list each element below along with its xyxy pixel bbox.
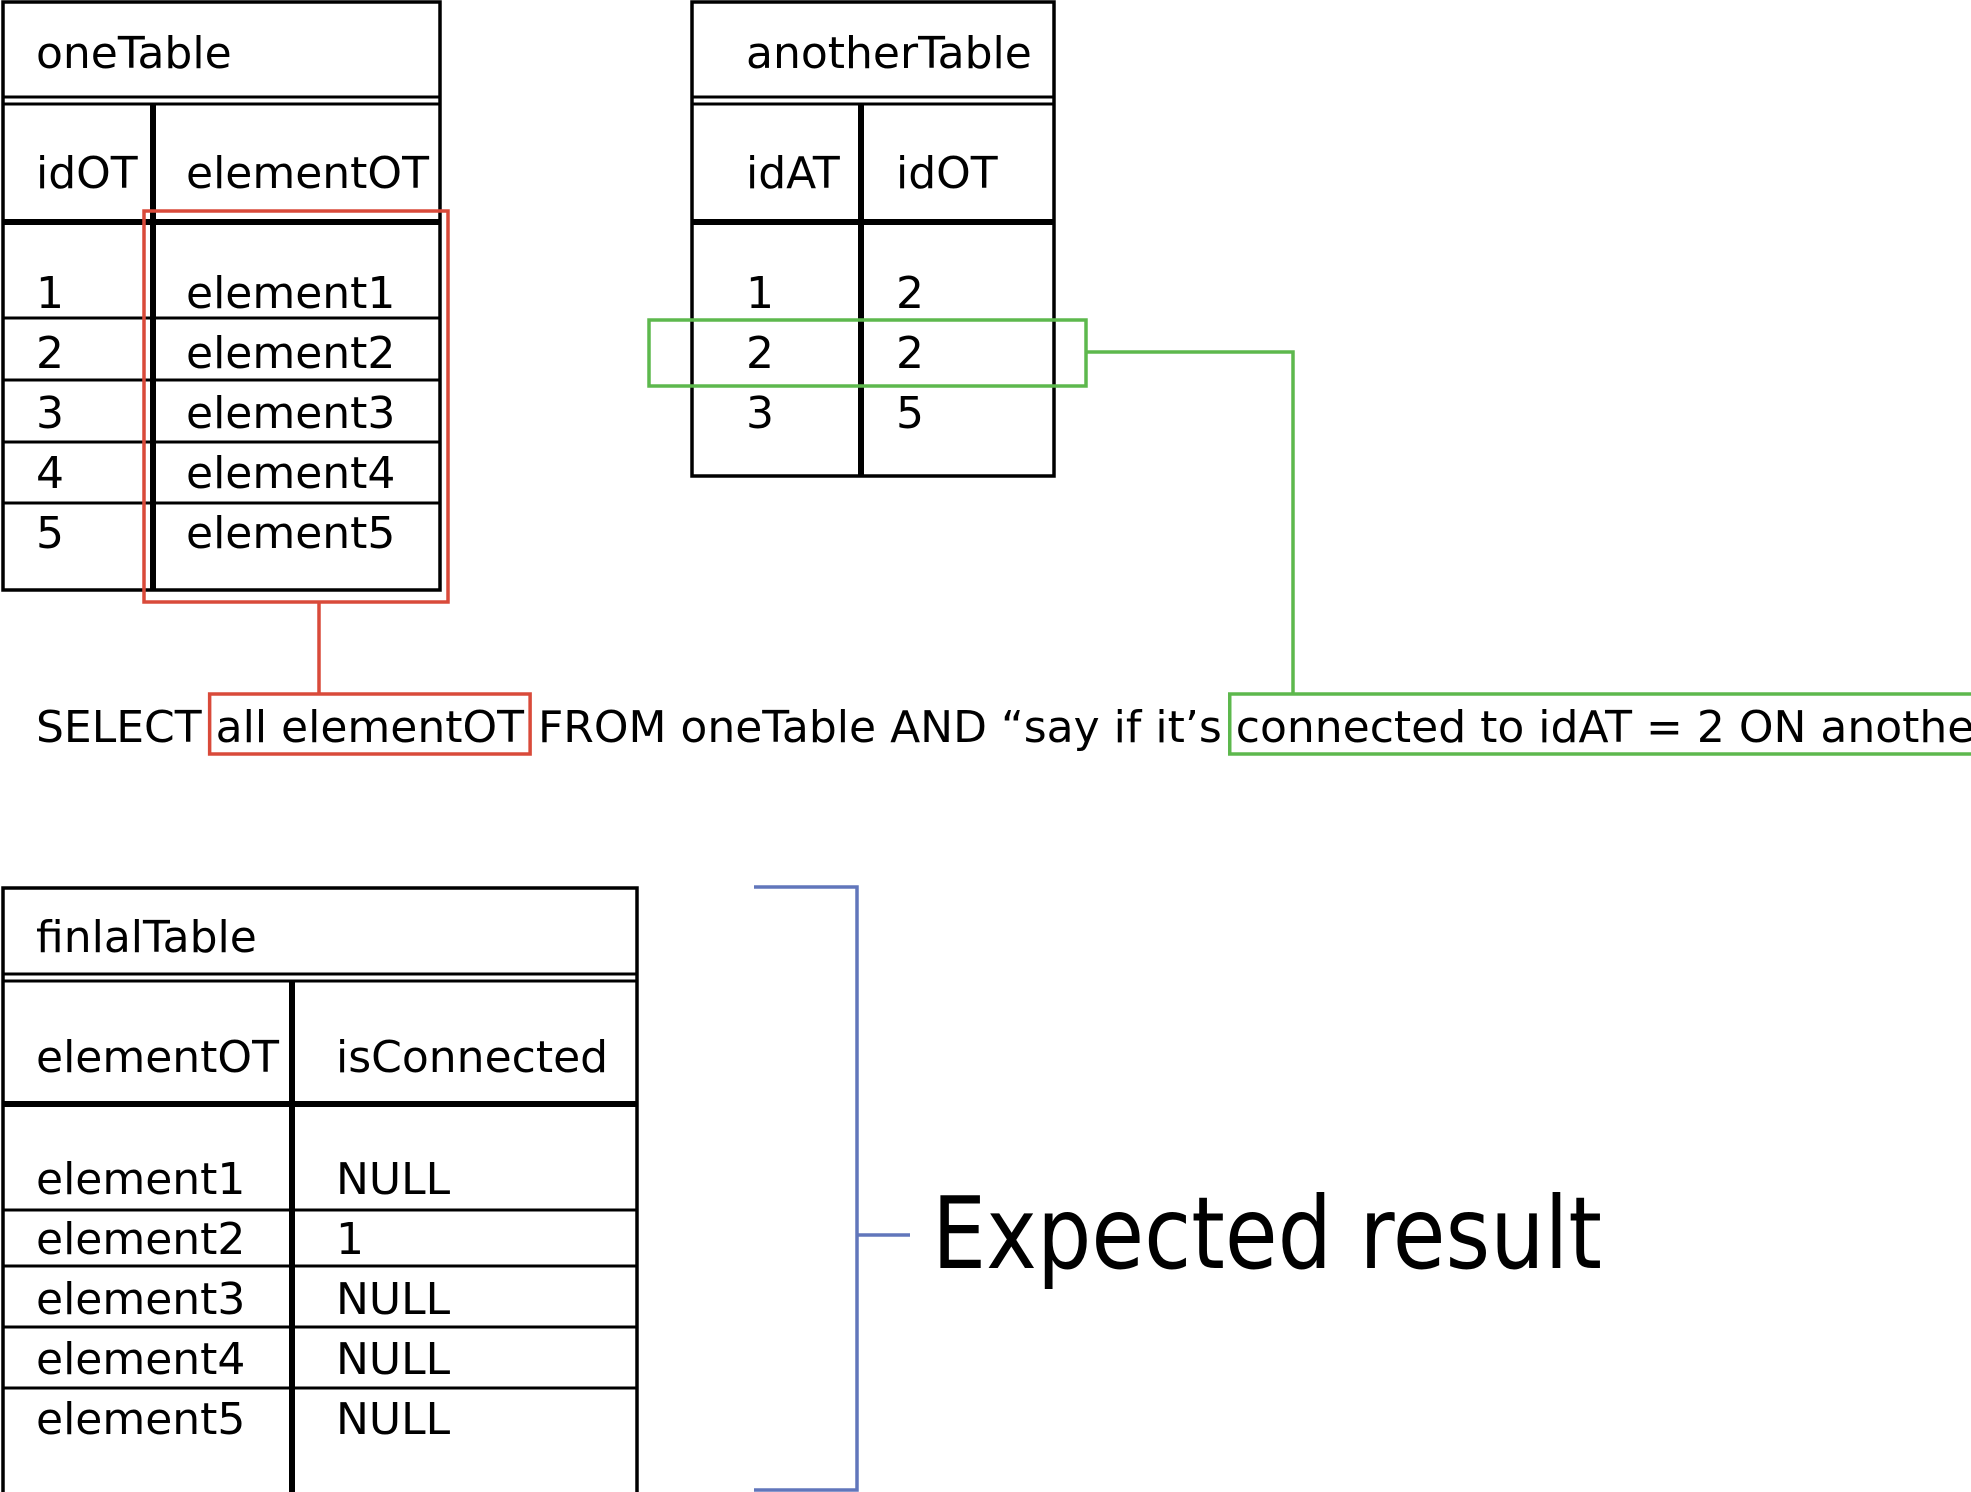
final-table-cell: NULL [336,1394,451,1445]
one-table-cell: 4 [36,448,64,499]
one-table-border [1,0,442,592]
query-part: FROM oneTable AND “say if it’s [524,702,1236,753]
elementot-column-highlight [142,209,450,604]
another-table-header-idot: idOT [896,148,998,199]
final-table-cell: element1 [36,1154,245,1205]
one-table-cell: 1 [36,268,64,319]
final-table-cell: 1 [336,1214,364,1265]
final-table-cell: NULL [336,1334,451,1385]
final-table-cell: element3 [36,1274,245,1325]
another-table-cell: 3 [746,388,774,439]
one-table [1,0,442,592]
final-table-cell: element2 [36,1214,245,1265]
another-table-header-idat: idAT [746,148,840,199]
final-table-title: finlalTable [36,912,257,963]
idat-2-row-highlight [647,318,1088,388]
green-connector-line [1086,350,1295,694]
another-table-cell: 2 [746,328,774,379]
one-table-cell: element3 [186,388,395,439]
one-table-header-idot: idOT [36,148,138,199]
one-table-cell: 2 [36,328,64,379]
one-table-cell: element2 [186,328,395,379]
one-table-cell: element5 [186,508,395,559]
one-table-cell: 3 [36,388,64,439]
final-table-header-isconnected: isConnected [336,1032,608,1083]
query-part: SELECT [36,702,216,753]
expected-result-bracket [754,885,859,1492]
final-table-border [1,886,639,1492]
one-table-title: oneTable [36,28,232,79]
another-table-cell: 5 [896,388,924,439]
query-highlight-connected: connected to idAT = 2 ON anotherTable [1236,702,1971,753]
query-text: SELECT all elementOT FROM oneTable AND “… [36,702,1971,753]
another-table-cell: 1 [746,268,774,319]
one-table-cell: element1 [186,268,395,319]
final-table-header-elementot: elementOT [36,1032,279,1083]
another-table-title: anotherTable [746,28,1032,79]
another-table-cell: 2 [896,328,924,379]
final-table-cell: NULL [336,1274,451,1325]
one-table-header-elementot: elementOT [186,148,429,199]
final-table [1,886,639,1492]
query-highlight-box-red [207,692,532,756]
query-highlight-elementot: all elementOT [216,702,524,753]
another-table-cell: 2 [896,268,924,319]
one-table-cell: element4 [186,448,395,499]
expected-result-label: Expected result [932,1175,1602,1292]
final-table-cell: element4 [36,1334,245,1385]
query-highlight-box-green [1228,692,1971,756]
another-table-border [690,0,1056,478]
another-table [690,0,1056,478]
final-table-cell: NULL [336,1154,451,1205]
one-table-cell: 5 [36,508,64,559]
final-table-cell: element5 [36,1394,245,1445]
